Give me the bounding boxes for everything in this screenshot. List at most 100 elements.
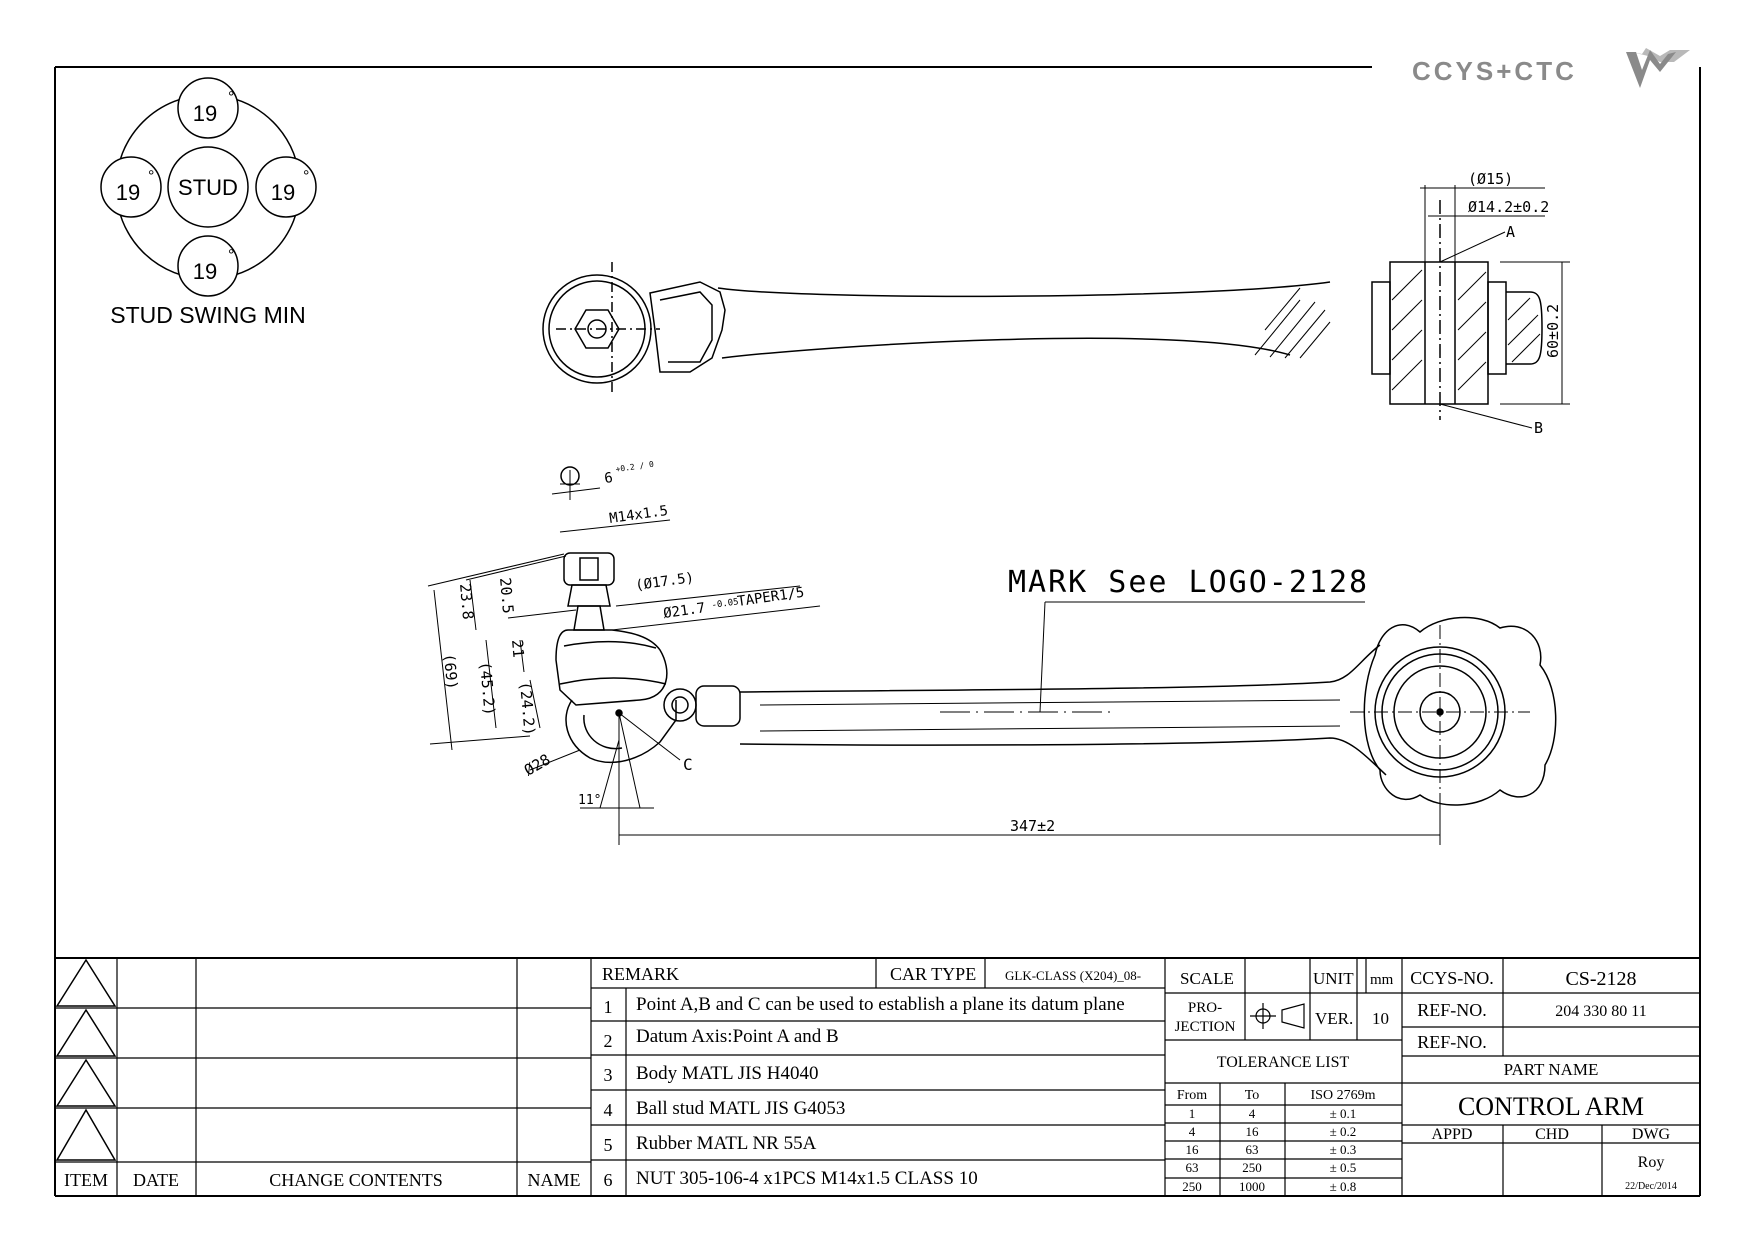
dwg-label: DWG bbox=[1632, 1126, 1671, 1143]
swing-right-circle bbox=[255, 156, 317, 218]
remark-text: Point A,B and C can be used to establish… bbox=[636, 994, 1125, 1015]
remark-text: Body MATL JIS H4040 bbox=[636, 1063, 818, 1084]
revision-triangle-icon bbox=[55, 1108, 117, 1161]
dim-angle: 11° bbox=[578, 793, 601, 808]
ccys-no-value: CS-2128 bbox=[1565, 968, 1636, 990]
dim-taper-note: TAPER1/5 bbox=[736, 585, 805, 610]
top-arm-upper-edge bbox=[717, 281, 1331, 298]
side-view bbox=[427, 470, 1557, 845]
ref-no-value: 204 330 80 11 bbox=[1555, 1003, 1646, 1020]
ref-no2-label: REF-NO. bbox=[1417, 1032, 1487, 1052]
remark-no: 5 bbox=[604, 1135, 613, 1155]
side-view-dimensions: MARK See LOGO-2128 6 +0.2 / 0 M14x1.5 (Ø… bbox=[440, 460, 1367, 835]
tol-head-to: To bbox=[1245, 1088, 1260, 1103]
swing-degree-right: ° bbox=[303, 168, 309, 185]
part-name-value: CONTROL ARM bbox=[1458, 1092, 1644, 1121]
stud-swing-diagram: STUD 19 ° 19 ° 19 ° 19 ° STUD SWING MIN bbox=[100, 77, 317, 328]
ver-value: 10 bbox=[1372, 1009, 1389, 1028]
ref-no-label: REF-NO. bbox=[1417, 1000, 1487, 1020]
swing-center-label: STUD bbox=[178, 175, 238, 200]
point-b-label: B bbox=[1534, 419, 1543, 437]
scale-label: SCALE bbox=[1180, 969, 1234, 988]
top-bushing-hatching bbox=[1391, 269, 1541, 391]
ver-label: VER. bbox=[1315, 1009, 1353, 1028]
drawing-frame bbox=[54, 66, 1701, 1197]
tol-value: ± 0.3 bbox=[1330, 1142, 1357, 1157]
projection-label-2: JECTION bbox=[1175, 1019, 1236, 1035]
ccys-no-label: CCYS-NO. bbox=[1410, 968, 1494, 988]
chd-label: CHD bbox=[1535, 1126, 1569, 1143]
projection-symbol-icon bbox=[1250, 1003, 1305, 1029]
top-arm-lower-edge bbox=[721, 337, 1291, 359]
tol-value: ± 0.5 bbox=[1330, 1160, 1357, 1175]
tol-from: 63 bbox=[1186, 1160, 1199, 1175]
dim-stud-dia: (Ø17.5) bbox=[634, 570, 695, 594]
swing-bottom-circle bbox=[177, 235, 239, 297]
tol-value: ± 0.8 bbox=[1330, 1179, 1357, 1194]
top-bushing-flange-right bbox=[1487, 281, 1507, 375]
point-a-label: A bbox=[1506, 223, 1515, 241]
remark-text: NUT 305-106-4 x1PCS M14x1.5 CLASS 10 bbox=[636, 1168, 978, 1189]
dim-taper-tol: -0.05 bbox=[711, 597, 739, 611]
rev-header-name: NAME bbox=[528, 1170, 581, 1190]
tol-to: 63 bbox=[1246, 1142, 1259, 1157]
top-neck bbox=[649, 281, 726, 373]
side-dimension-lines bbox=[427, 470, 1441, 845]
brand-wing-icon bbox=[1626, 48, 1690, 88]
swing-top-circle bbox=[177, 77, 239, 139]
remark-no: 2 bbox=[604, 1031, 613, 1051]
top-arm-hatching bbox=[1254, 287, 1331, 359]
tol-to: 250 bbox=[1242, 1160, 1262, 1175]
dim-hex: 6 bbox=[603, 470, 614, 487]
revision-triangles bbox=[55, 958, 117, 1161]
revision-table: ITEM DATE CHANGE CONTENTS NAME bbox=[64, 1170, 581, 1190]
point-c-label: C bbox=[683, 755, 693, 774]
hex-dimension-icon bbox=[560, 466, 580, 486]
dim-h-69: (69) bbox=[440, 653, 461, 691]
dim-bore-inner: Ø14.2±0.2 bbox=[1468, 198, 1549, 216]
side-bushing-housing bbox=[1363, 616, 1557, 806]
title-block-grid bbox=[55, 958, 1700, 1196]
tol-value: ± 0.2 bbox=[1330, 1124, 1357, 1139]
revision-triangle-icon bbox=[55, 1058, 117, 1107]
dim-taper: Ø21.7 bbox=[662, 600, 706, 622]
tol-value: ± 0.1 bbox=[1330, 1106, 1357, 1121]
dim-h-45-2: (45.2) bbox=[476, 661, 499, 717]
tol-from: 16 bbox=[1186, 1142, 1200, 1157]
swing-caption: STUD SWING MIN bbox=[110, 302, 306, 328]
dwg-date: 22/Dec/2014 bbox=[1625, 1181, 1677, 1192]
remark-text: Rubber MATL NR 55A bbox=[636, 1133, 817, 1154]
revision-triangle-icon bbox=[55, 1008, 117, 1057]
unit-value: mm bbox=[1370, 972, 1394, 988]
top-bushing-cap bbox=[1506, 291, 1543, 365]
side-nut-hex-icon bbox=[579, 557, 599, 581]
remark-text: Datum Axis:Point A and B bbox=[636, 1026, 839, 1047]
swing-degree-bottom: ° bbox=[228, 247, 234, 264]
swing-degree-top: ° bbox=[228, 89, 234, 106]
remark-no: 4 bbox=[604, 1100, 613, 1120]
remark-header: REMARK bbox=[602, 964, 679, 984]
dim-h-23-8: 23.8 bbox=[456, 583, 477, 621]
side-ball-socket bbox=[565, 699, 677, 764]
side-connector-eye bbox=[663, 688, 697, 722]
tol-from: 1 bbox=[1189, 1106, 1196, 1121]
swing-angle-left: 19 bbox=[116, 180, 140, 205]
top-bushing-flange-left bbox=[1371, 281, 1391, 375]
swing-degree-left: ° bbox=[148, 168, 154, 185]
car-type-label: CAR TYPE bbox=[890, 964, 976, 984]
remark-no: 6 bbox=[604, 1170, 613, 1190]
scale-block: SCALE UNIT mm PRO- JECTION VER. 10 TOLER… bbox=[1175, 969, 1394, 1194]
dim-h-20-5: 20.5 bbox=[496, 577, 517, 615]
tol-head-std: ISO 2769m bbox=[1311, 1088, 1376, 1103]
dim-ball: Ø28 bbox=[521, 750, 553, 779]
dim-bore-outer: (Ø15) bbox=[1468, 170, 1513, 188]
remark-no: 3 bbox=[604, 1065, 613, 1085]
dim-hex-tol: +0.2 / 0 bbox=[615, 460, 655, 474]
tol-head-from: From bbox=[1177, 1088, 1207, 1103]
tol-to: 1000 bbox=[1239, 1179, 1265, 1194]
brand-logo: CCYS+CTC bbox=[1412, 48, 1690, 88]
top-bushing-housing bbox=[1389, 261, 1489, 405]
remark-no: 1 bbox=[604, 997, 613, 1017]
dim-h-21: 21 bbox=[508, 639, 528, 659]
